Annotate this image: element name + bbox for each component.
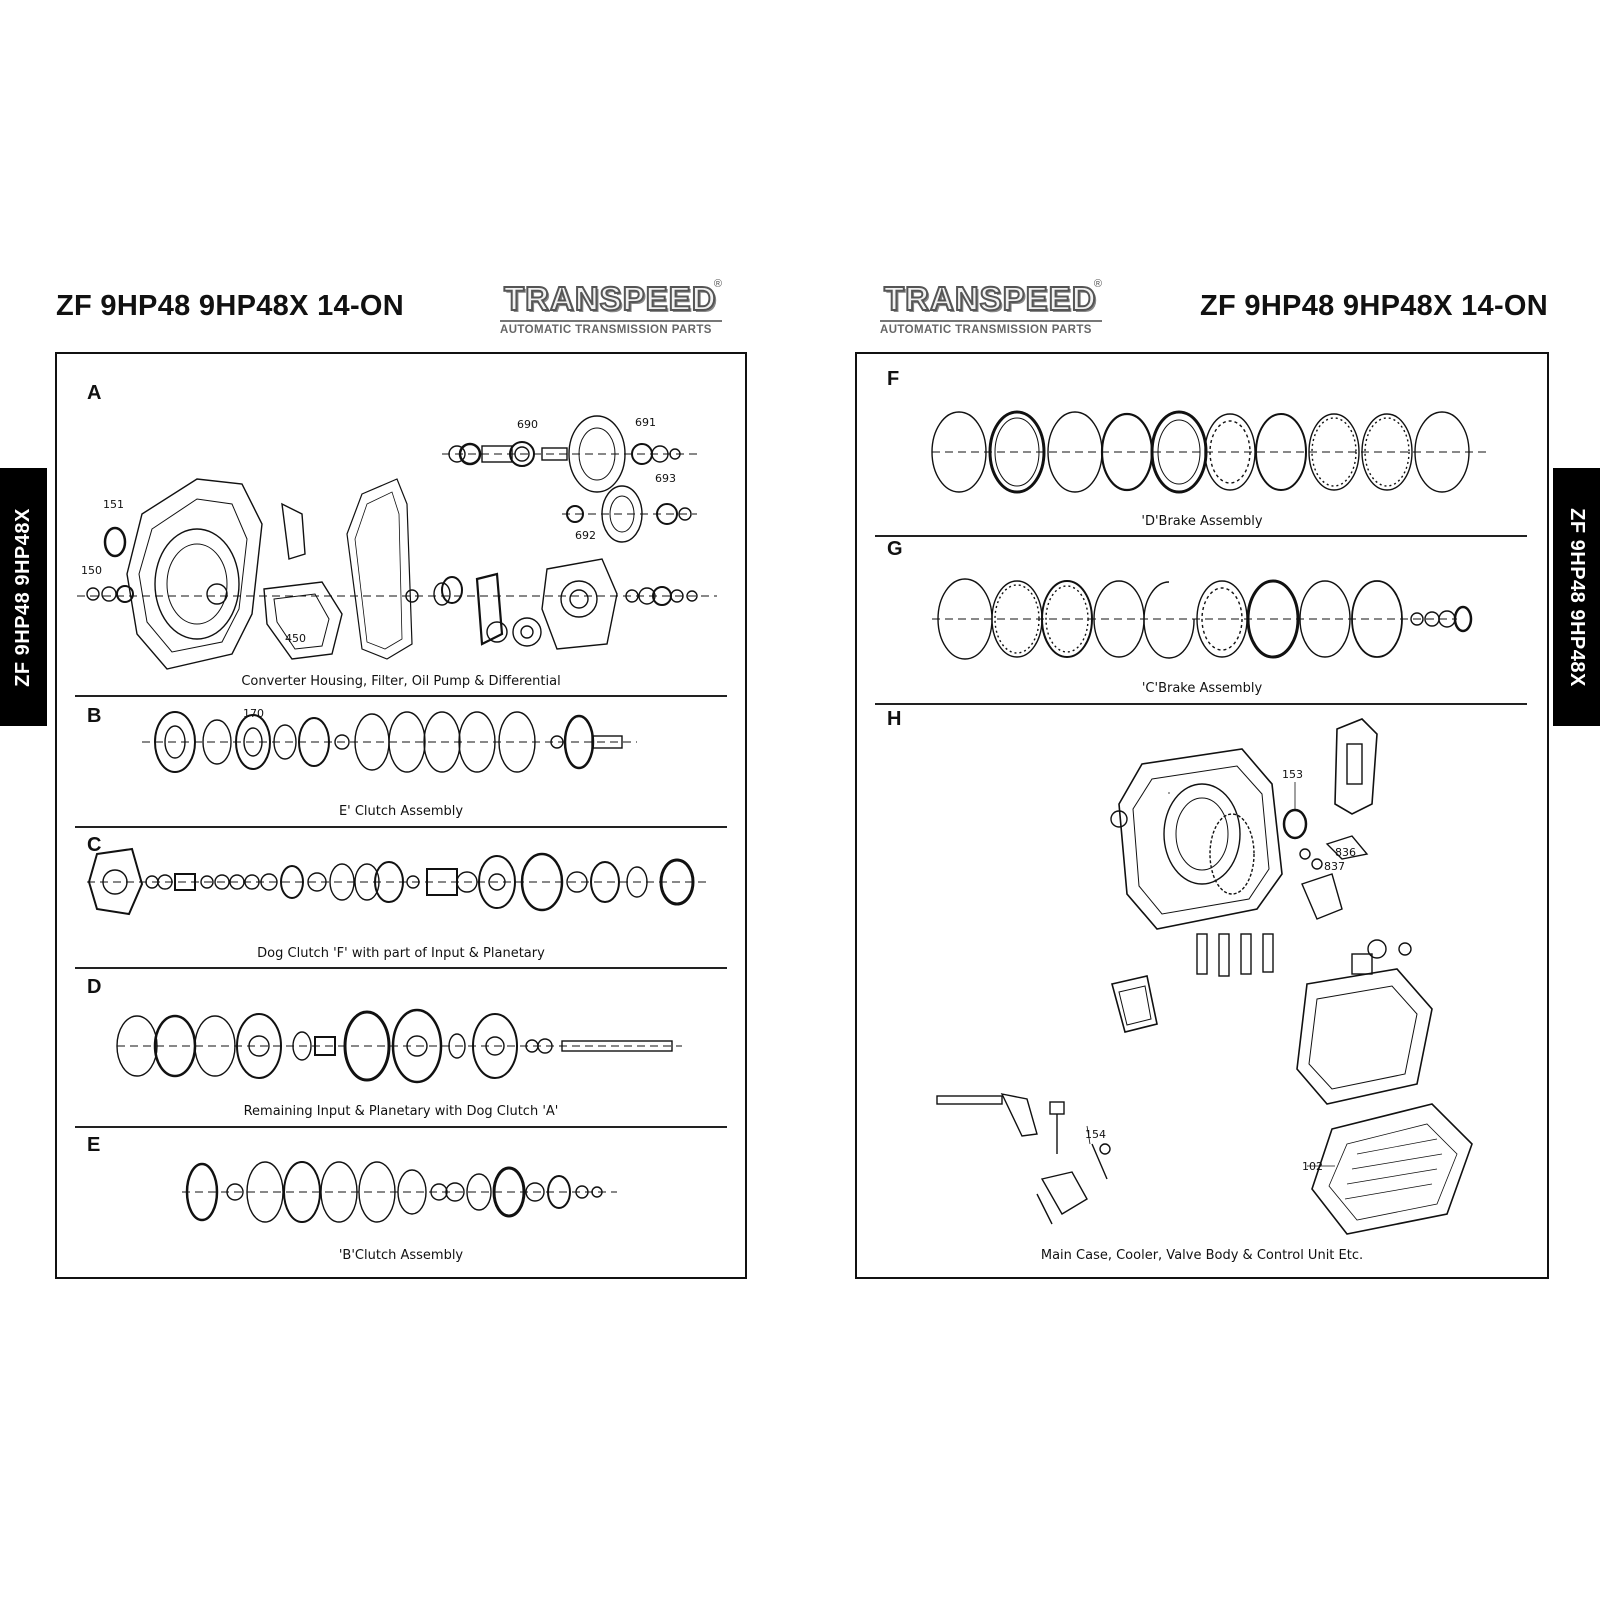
left-brand-logo: TRANSPEED ® AUTOMATIC TRANSMISSION PARTS bbox=[498, 278, 728, 338]
logo-wordmark: TRANSPEED bbox=[503, 279, 717, 318]
logo-tagline: AUTOMATIC TRANSMISSION PARTS bbox=[500, 324, 712, 336]
left-page-title: ZF 9HP48 9HP48X 14-ON bbox=[56, 290, 404, 322]
logo-wordmark: TRANSPEED bbox=[883, 279, 1097, 318]
side-tab-label: ZF 9HP48 9HP48X bbox=[12, 507, 35, 687]
section-divider bbox=[875, 535, 1527, 537]
part-number-170: 170 bbox=[243, 707, 264, 720]
part-number-151: 151 bbox=[103, 498, 124, 511]
section-letter-f: F bbox=[887, 368, 900, 390]
section-letter-a: A bbox=[87, 382, 102, 404]
part-number-693: 693 bbox=[655, 472, 676, 485]
logo-tagline: AUTOMATIC TRANSMISSION PARTS bbox=[880, 324, 1092, 336]
registered-mark: ® bbox=[1093, 278, 1102, 290]
part-number-450: 450 bbox=[285, 632, 306, 645]
right-exploded-views: 153 836 837 154 102 bbox=[931, 410, 1487, 1235]
right-diagram-frame: 153 836 837 154 102 F 'D'Brake Assembly … bbox=[855, 352, 1549, 1279]
section-caption-d: Remaining Input & Planetary with Dog Clu… bbox=[243, 1104, 559, 1119]
section-letter-d: D bbox=[87, 976, 102, 998]
side-tab-label: ZF 9HP48 9HP48X bbox=[1566, 507, 1589, 687]
part-number-153: 153 bbox=[1282, 768, 1303, 781]
part-number-836: 836 bbox=[1335, 846, 1356, 859]
section-caption-b: E' Clutch Assembly bbox=[338, 804, 464, 819]
left-diagram-frame: 690 691 151 693 692 150 450 170 A Conver… bbox=[55, 352, 747, 1279]
section-divider bbox=[75, 967, 727, 969]
section-divider bbox=[875, 703, 1527, 705]
section-letter-b: B bbox=[87, 705, 102, 727]
logo-rule bbox=[500, 320, 722, 322]
section-divider bbox=[75, 695, 727, 697]
section-letter-c: C bbox=[87, 834, 102, 856]
right-page-title: ZF 9HP48 9HP48X 14-ON bbox=[1200, 290, 1548, 322]
right-side-tab: ZF 9HP48 9HP48X bbox=[1553, 468, 1600, 726]
part-number-154: 154 bbox=[1085, 1128, 1106, 1141]
left-exploded-views: 690 691 151 693 692 150 450 170 bbox=[77, 415, 717, 1223]
section-letter-h: H bbox=[887, 708, 902, 730]
section-caption-c: Dog Clutch 'F' with part of Input & Plan… bbox=[257, 946, 545, 961]
part-number-690: 690 bbox=[517, 418, 538, 431]
section-caption-g: 'C'Brake Assembly bbox=[1141, 681, 1263, 696]
part-number-150: 150 bbox=[81, 564, 102, 577]
section-divider bbox=[75, 826, 727, 828]
part-number-102: 102 bbox=[1302, 1160, 1323, 1173]
logo-rule bbox=[880, 320, 1102, 322]
section-caption-e: 'B'Clutch Assembly bbox=[338, 1248, 464, 1263]
part-number-837: 837 bbox=[1324, 860, 1345, 873]
section-letter-g: G bbox=[887, 538, 903, 560]
section-letter-e: E bbox=[87, 1134, 101, 1156]
part-number-691: 691 bbox=[635, 416, 656, 429]
part-number-692: 692 bbox=[575, 529, 596, 542]
left-side-tab: ZF 9HP48 9HP48X bbox=[0, 468, 47, 726]
section-divider bbox=[75, 1126, 727, 1128]
section-caption-a: Converter Housing, Filter, Oil Pump & Di… bbox=[241, 674, 561, 689]
right-brand-logo: TRANSPEED ® AUTOMATIC TRANSMISSION PARTS bbox=[878, 278, 1108, 338]
section-caption-f: 'D'Brake Assembly bbox=[1141, 514, 1263, 529]
section-caption-h: Main Case, Cooler, Valve Body & Control … bbox=[1040, 1248, 1364, 1263]
registered-mark: ® bbox=[713, 278, 722, 290]
